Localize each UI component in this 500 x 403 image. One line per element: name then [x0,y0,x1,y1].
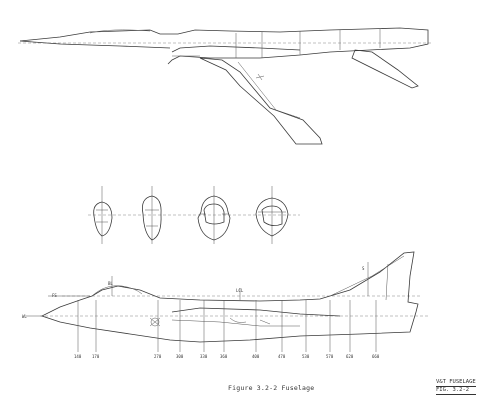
station-label: 470 [278,354,286,359]
section-1 [93,186,113,244]
station-label: 270 [154,354,162,359]
station-label: 620 [346,354,354,359]
section-3 [197,186,231,244]
station-ticks: 140 170 270 300 330 360 400 470 530 570 620 660 [74,300,380,359]
plan-view [18,27,432,145]
section-2 [142,186,162,244]
station-label: 400 [252,354,260,359]
station-label: 330 [200,354,208,359]
station-label-fs: FS [52,293,57,298]
station-label-bl: BL [108,281,113,286]
station-label: 530 [302,354,310,359]
station-label: 570 [326,354,334,359]
station-label: 360 [220,354,228,359]
station-label: 660 [372,354,380,359]
drawing-stamp: V&T FUSELAGE FIG. 3.2-2 [436,379,476,395]
stamp-line-1: V&T FUSELAGE [436,379,476,387]
station-label-lcl: LCL [236,288,244,293]
section-4 [255,186,289,244]
station-label: 300 [176,354,184,359]
station-label-wl: WL [22,314,27,319]
figure-caption: Figure 3.2-2 Fuselage [228,384,315,392]
station-label-s: S [362,266,365,271]
station-label: 170 [92,354,100,359]
stamp-line-2: FIG. 3.2-2 [436,387,476,395]
station-label: 140 [74,354,82,359]
cross-sections [88,186,300,244]
